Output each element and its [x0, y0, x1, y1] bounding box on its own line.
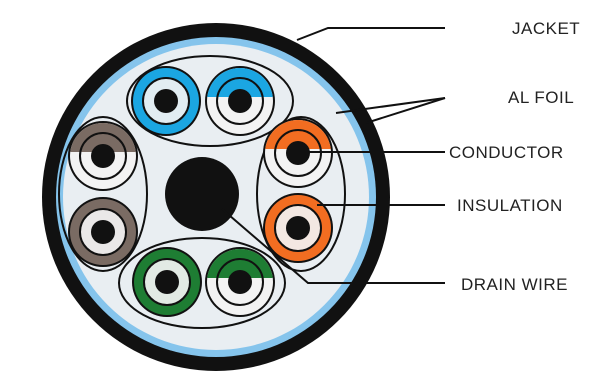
insulation-inner-ring	[216, 258, 264, 306]
insulation-inner-ring	[79, 132, 127, 180]
conductor-core	[154, 89, 178, 113]
drain-wire-leader-line	[221, 208, 445, 284]
insulation-inner-ring	[142, 77, 190, 125]
brown-pair-boundary	[58, 116, 148, 272]
insulation-inner-ring	[79, 208, 127, 256]
twisted-pair-wires	[68, 66, 333, 317]
blue-pair-wire-b	[205, 66, 275, 136]
conductor-core	[91, 144, 115, 168]
orange-pair-wire-b	[263, 193, 333, 263]
al-foil-leader-line-1	[335, 97, 446, 114]
conductor-core	[228, 270, 252, 294]
green-pair-wire-b	[205, 247, 275, 317]
insulation-inner-ring	[274, 204, 322, 252]
al-foil-label: AL FOIL	[508, 88, 574, 107]
conductor-label: CONDUCTOR	[449, 143, 564, 162]
jacket-label: JACKET	[512, 19, 580, 38]
blue-pair-boundary	[126, 55, 294, 147]
leader-lines	[221, 27, 446, 284]
green-pair-boundary	[118, 237, 286, 329]
al-foil-leader-line-2	[365, 97, 446, 124]
insulation-inner-ring	[216, 77, 264, 125]
blue-pair-wire-a	[131, 66, 201, 136]
orange-pair-boundary	[256, 116, 346, 272]
conductor-core	[286, 141, 310, 165]
conductor-core	[91, 220, 115, 244]
brown-pair-wire-b	[68, 197, 138, 267]
brown-pair-wire-a	[68, 121, 138, 191]
jacket-leader-line	[296, 27, 445, 41]
insulation-inner-ring	[143, 258, 191, 306]
conductor-core	[155, 270, 179, 294]
conductor-core	[286, 216, 310, 240]
insulation-label: INSULATION	[457, 196, 563, 215]
drain-wire	[165, 157, 239, 231]
green-pair-wire-a	[132, 247, 202, 317]
drain-wire-label: DRAIN WIRE	[461, 275, 568, 294]
conductor-core	[228, 89, 252, 113]
